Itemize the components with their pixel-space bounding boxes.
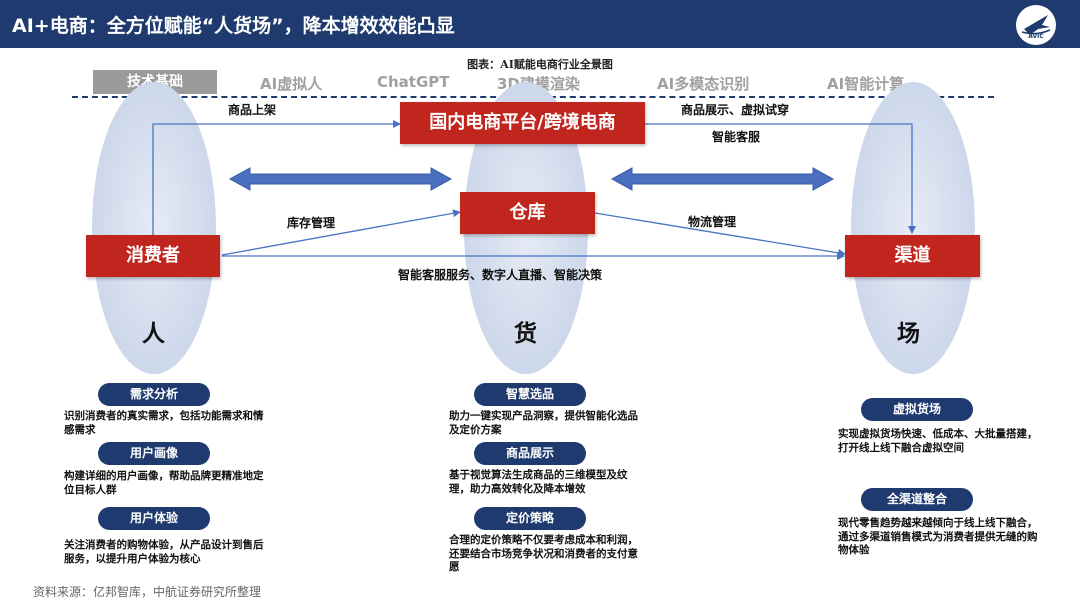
desc-virtual-venue: 实现虚拟货场快速、低成本、大批量搭建，打开线上线下融合虚拟空间 (838, 428, 1038, 454)
place-label: 场 (897, 321, 920, 347)
listing-label: 商品上架 (228, 103, 277, 117)
avic-logo: AVIC (1016, 5, 1056, 45)
tech-item-ai-avatar: AI虚拟人 (260, 75, 323, 93)
right-double-arrow (610, 167, 835, 191)
desc-omnichannel: 现代零售趋势越来越倾向于线上线下融合，通过多渠道销售模式为消费者提供无缝的购物体… (838, 517, 1038, 556)
logistics-arrow (594, 212, 846, 257)
people-pillar (92, 82, 216, 374)
pill-user-experience: 用户体验 (98, 507, 210, 530)
pill-pricing-strategy: 定价策略 (474, 507, 586, 530)
consumer-node: 消费者 (86, 235, 220, 277)
smart-service-label: 智能客服 (712, 130, 761, 144)
desc-user-profile: 构建详细的用户画像，帮助品牌更精准地定位目标人群 (64, 470, 264, 496)
left-double-arrow (228, 167, 453, 191)
pill-user-profile: 用户画像 (98, 442, 210, 465)
goods-label: 货 (514, 321, 537, 347)
desc-demand-analysis: 识别消费者的真实需求，包括功能需求和情感需求 (64, 410, 264, 436)
platform-to-channel-arrow (644, 123, 916, 234)
services-label: 智能客服服务、数字人直播、智能决策 (398, 268, 603, 282)
channel-node: 渠道 (845, 235, 980, 277)
source-note: 资料来源：亿邦智库，中航证券研究所整理 (33, 585, 262, 599)
pill-virtual-venue: 虚拟货场 (861, 398, 973, 421)
warehouse-node: 仓库 (460, 192, 595, 234)
pill-demand-analysis: 需求分析 (98, 383, 210, 406)
desc-product-display: 基于视觉算法生成商品的三维模型及纹理，助力高效转化及降本增效 (449, 469, 628, 495)
header-bar: AI+电商：全方位赋能“人货场”，降本增效效能凸显 AVIC (0, 0, 1080, 48)
pill-omnichannel: 全渠道整合 (861, 488, 973, 511)
platform-node: 国内电商平台/跨境电商 (400, 102, 645, 144)
inventory-arrow (221, 209, 461, 256)
people-label: 人 (142, 321, 165, 347)
desc-pricing-strategy: 合理的定价策略不仅要考虑成本和利润，还要结合市场竞争状况和消费者的支付意愿 (449, 534, 638, 573)
display-tryon-label: 商品展示、虚拟试穿 (681, 103, 790, 117)
tech-item-chatgpt: ChatGPT (377, 73, 450, 91)
pill-product-display: 商品展示 (474, 442, 586, 465)
plane-icon (1021, 15, 1051, 35)
tech-item-ai-computing: AI智能计算 (827, 75, 905, 93)
tech-item-multimodal: AI多模态识别 (657, 75, 750, 93)
inventory-label: 库存管理 (287, 216, 336, 230)
page-title: AI+电商：全方位赋能“人货场”，降本增效效能凸显 (12, 15, 455, 37)
listing-arrow (152, 120, 401, 236)
figure-title: 图表：AI赋能电商行业全景图 (467, 58, 613, 71)
logistics-label: 物流管理 (688, 215, 737, 229)
desc-user-experience: 关注消费者的购物体验，从产品设计到售后服务，以提升用户体验为核心 (64, 539, 264, 565)
logo-text: AVIC (1028, 33, 1044, 40)
pill-smart-selection: 智慧选品 (474, 383, 586, 406)
desc-smart-selection: 助力一键实现产品洞察，提供智能化选品及定价方案 (449, 410, 638, 436)
